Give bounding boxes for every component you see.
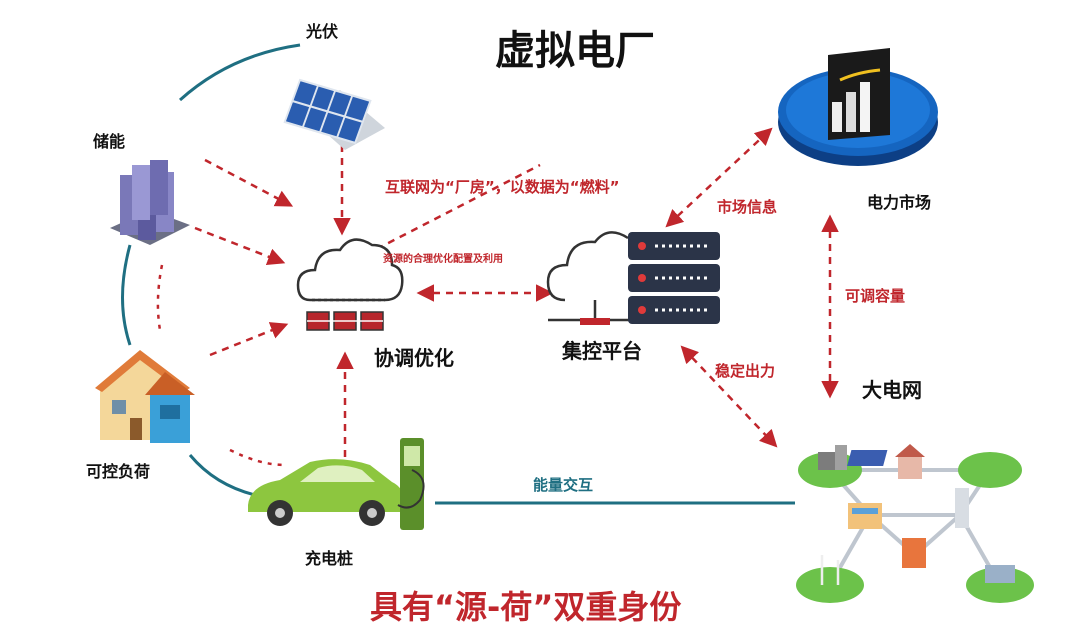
- node-label-platform: 集控平台: [562, 339, 642, 363]
- power-grid-network-icon: [796, 444, 1034, 603]
- annotation-adjustable-capacity: 可调容量: [845, 287, 906, 305]
- node-label-coordination: 协调优化: [374, 346, 454, 370]
- annotation-market-info: 市场信息: [717, 198, 778, 216]
- node-label-charger: 充电桩: [305, 549, 354, 568]
- annotation-energy-exchange: 能量交互: [533, 476, 594, 494]
- annotation-resource-optimization: 资源的合理优化配置及利用: [383, 254, 503, 265]
- flow-arrows: [194, 127, 839, 470]
- control-platform-icon: [546, 231, 720, 325]
- outer-ring-arcs: [121, 43, 301, 497]
- solar-panel-icon: [283, 78, 385, 150]
- house-icon: [95, 350, 195, 443]
- annotation-stable-output: 稳定出力: [715, 362, 776, 380]
- coordination-cloud-icon: [296, 238, 404, 331]
- diagram-title: 虚拟电厂: [495, 28, 655, 74]
- node-label-pv: 光伏: [306, 22, 339, 41]
- node-label-storage: 储能: [93, 132, 126, 151]
- power-market-icon: [778, 48, 938, 166]
- charging-pile-icon: [397, 438, 425, 530]
- node-label-load: 可控负荷: [86, 462, 151, 481]
- node-label-market: 电力市场: [867, 193, 932, 212]
- annotation-internet-factory: 互联网为“厂房”，以数据为“燃料”: [385, 178, 620, 196]
- footer-dual-identity: 具有“源-荷”双重身份: [370, 588, 682, 626]
- electric-car-icon: [248, 459, 405, 526]
- node-label-grid: 大电网: [862, 378, 922, 402]
- battery-storage-icon: [110, 160, 190, 245]
- outer-ring-dotted: [156, 264, 286, 467]
